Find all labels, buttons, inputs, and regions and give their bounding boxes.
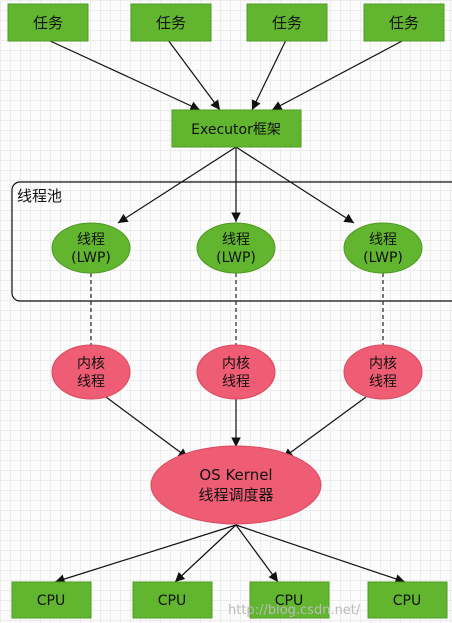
- task-node-3: 任务: [246, 3, 328, 42]
- kernel-label-line2: 线程: [77, 374, 105, 390]
- edge-kernel1-os: [105, 396, 189, 459]
- thread-pool-label: 线程池: [17, 187, 62, 205]
- thread-label-line1: 线程: [77, 232, 105, 248]
- cpu-node-1: CPU: [11, 581, 92, 619]
- os-kernel-node: OS Kernel 线程调度器: [150, 445, 322, 525]
- kernel-label-line1: 内核: [222, 356, 250, 372]
- kernel-label-line1: 内核: [369, 356, 397, 372]
- task-node-1: 任务: [7, 3, 89, 42]
- cpu-node-4: CPU: [367, 581, 448, 619]
- edge-task1-executor: [47, 39, 201, 111]
- kernel-thread-node-1: 内核 线程: [51, 344, 131, 400]
- edge-os-cpu2: [174, 524, 237, 583]
- kernel-thread-node-2: 内核 线程: [196, 344, 276, 400]
- task-label: 任务: [33, 14, 63, 32]
- kernel-label-line2: 线程: [222, 374, 250, 390]
- task-label: 任务: [389, 14, 419, 32]
- edge-os-cpu3: [235, 524, 279, 583]
- cpu-label: CPU: [393, 593, 421, 609]
- edge-os-cpu4: [235, 524, 406, 584]
- edge-kernel3-os: [282, 396, 367, 459]
- task-label: 任务: [156, 14, 186, 32]
- edge-task4-executor: [271, 39, 405, 111]
- edge-executor-thread1: [117, 146, 237, 224]
- task-node-4: 任务: [363, 3, 445, 42]
- cpu-label: CPU: [158, 593, 186, 609]
- kernel-label-line2: 线程: [369, 374, 397, 390]
- edge-task2-executor: [167, 39, 221, 111]
- cpu-label: CPU: [275, 593, 303, 609]
- cpu-node-3: CPU: [249, 581, 330, 619]
- cpu-node-2: CPU: [132, 581, 213, 619]
- thread-pool-container: [11, 181, 452, 302]
- kernel-thread-node-3: 内核 线程: [343, 344, 423, 400]
- task-node-2: 任务: [130, 3, 212, 42]
- thread-label-line2: (LWP): [71, 250, 111, 266]
- thread-node-1: 线程 (LWP): [51, 222, 131, 274]
- task-label: 任务: [272, 14, 302, 32]
- thread-label-line1: 线程: [369, 232, 397, 248]
- edge-os-cpu1: [54, 524, 237, 584]
- thread-node-2: 线程 (LWP): [196, 222, 276, 274]
- executor-label: Executor框架: [191, 122, 281, 138]
- edge-task3-executor: [251, 39, 287, 111]
- edge-executor-thread3: [235, 146, 355, 224]
- kernel-label-line1: 内核: [77, 356, 105, 372]
- executor-node: Executor框架: [171, 109, 302, 148]
- thread-label-line2: (LWP): [216, 250, 256, 266]
- cpu-label: CPU: [37, 593, 65, 609]
- os-kernel-label-line1: OS Kernel: [199, 466, 272, 484]
- os-kernel-label-line2: 线程调度器: [198, 486, 273, 504]
- thread-label-line1: 线程: [222, 232, 250, 248]
- watermark-text: http://blog.csdn.net/: [228, 603, 361, 618]
- thread-label-line2: (LWP): [363, 250, 403, 266]
- thread-node-3: 线程 (LWP): [343, 222, 423, 274]
